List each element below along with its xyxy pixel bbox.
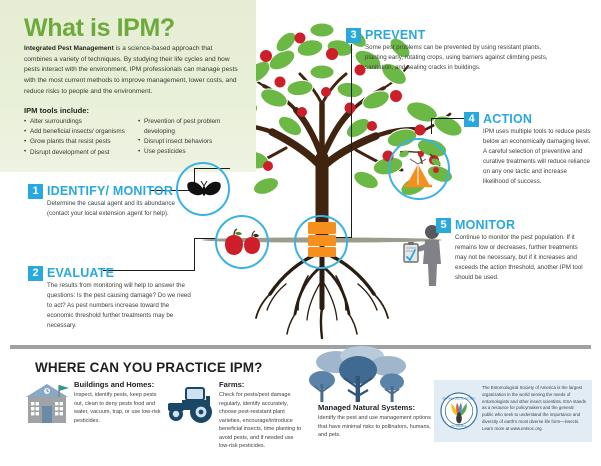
scout-with-clipboard-icon xyxy=(403,225,441,286)
step-5-heading: MONITOR xyxy=(455,217,516,232)
connector-step3 xyxy=(351,44,353,238)
list-item: Prevention of pest problem developing xyxy=(138,116,242,136)
page-title: What is IPM? xyxy=(24,14,175,42)
step-1-heading: IDENTIFY/ MONITOR xyxy=(47,183,174,198)
step-1-body: Determine the causal agent and its abund… xyxy=(47,200,175,217)
list-item: Add beneficial insects/ organisms xyxy=(24,127,128,137)
apples-icon xyxy=(225,228,260,255)
connector-step2-riser xyxy=(193,238,195,271)
bottom-column-body: Inspect, identify pests, keep pests out,… xyxy=(74,392,161,424)
tree-roots-icon xyxy=(255,237,389,340)
list-item: Disrupt development of pest xyxy=(24,147,128,158)
list-item: Use pesticides xyxy=(138,147,242,157)
step-1-badge: 1 xyxy=(28,184,43,199)
ipm-tools-column-1: Alter surroundings Add beneficial insect… xyxy=(24,117,128,158)
step-3-badge: 3 xyxy=(346,28,361,43)
step-3-heading: PREVENT xyxy=(365,27,426,42)
ipm-tools-column-2: Prevention of pest problem developing Di… xyxy=(138,116,242,158)
step-1-identify-monitor: 1 IDENTIFY/ MONITOR Determine the causal… xyxy=(28,184,186,219)
moth-callout-circle xyxy=(176,162,230,216)
intro-bold-lead: Integrated Pest Management xyxy=(24,45,114,52)
tent-trap-icon xyxy=(399,147,441,188)
step-4-body: IPM uses multiple tools to reduce pests … xyxy=(483,128,591,185)
house-building-icon xyxy=(26,384,69,423)
bottom-column-farms: Farms: Check for pests/pest damage regul… xyxy=(219,380,305,451)
list-item: Disrupt insect behaviors xyxy=(138,136,242,147)
connector-step2-top xyxy=(193,238,216,240)
connector-step1 xyxy=(150,190,195,192)
tractor-icon xyxy=(168,387,212,423)
ipm-tools-heading: IPM tools include: xyxy=(24,106,89,115)
tent-trap-callout-circle xyxy=(388,138,450,200)
esa-info-box: ENTOMOLOGICAL SOCIETY OF AMERICA The Ent… xyxy=(434,380,592,442)
step-4-heading: ACTION xyxy=(483,111,533,126)
entomological-society-of-america-logo: ENTOMOLOGICAL SOCIETY OF AMERICA xyxy=(440,392,478,430)
bottom-column-heading: Managed Natural Systems: xyxy=(318,403,416,412)
step-2-heading: EVALUATE xyxy=(47,265,115,280)
svg-text:ENTOMOLOGICAL SOCIETY: ENTOMOLOGICAL SOCIETY xyxy=(443,398,476,401)
ipm-tools-lists: Alter surroundings Add beneficial insect… xyxy=(24,116,244,158)
moth-icon xyxy=(187,180,221,196)
forest-trees-icon xyxy=(309,346,406,402)
trunk-barrier-callout-circle xyxy=(294,215,348,269)
connector-step2 xyxy=(103,270,195,272)
step-2-evaluate: 2 EVALUATE The results from monitoring w… xyxy=(28,266,196,331)
step-5-badge: 5 xyxy=(436,218,451,233)
list-item: Grow plants that resist pests xyxy=(24,137,128,147)
step-3-body: Some pest problems can be prevented by u… xyxy=(365,44,548,71)
intro-rest: is a science-based approach that combine… xyxy=(24,45,238,95)
bottom-column-body: Identify the pest and use management opt… xyxy=(318,415,431,439)
svg-text:OF AMERICA: OF AMERICA xyxy=(451,425,466,428)
connector-step4 xyxy=(432,118,466,120)
step-3-prevent: 3 PREVENT Some pest problems can be prev… xyxy=(346,28,564,73)
step-5-monitor: 5 MONITOR Continue to monitor the pest p… xyxy=(436,218,588,283)
step-5-body: Continue to monitor the pest population.… xyxy=(455,234,583,281)
bottom-column-body: Check for pests/pest damage regularly, i… xyxy=(219,392,302,450)
trunk-barrier-band-icon xyxy=(308,222,336,257)
intro-paragraph: Integrated Pest Management is a science-… xyxy=(24,44,240,97)
step-2-badge: 2 xyxy=(28,266,43,281)
step-4-action: 4 ACTION IPM uses multiple tools to redu… xyxy=(464,112,592,187)
bottom-column-heading: Buildings and Homes: xyxy=(74,380,155,389)
section-divider xyxy=(10,345,591,349)
esa-description: The Entomological Society of America is … xyxy=(482,385,586,431)
step-4-badge: 4 xyxy=(464,112,479,127)
connector-step4-riser xyxy=(431,118,433,134)
list-item: Alter surroundings xyxy=(24,117,128,127)
bottom-column-heading: Farms: xyxy=(219,380,245,389)
bottom-section-title: WHERE CAN YOU PRACTICE IPM? xyxy=(35,360,263,375)
bottom-column-managed-natural-systems: Managed Natural Systems: Identify the pe… xyxy=(318,403,440,440)
step-2-body: The results from monitoring will help to… xyxy=(47,282,191,329)
apples-callout-circle xyxy=(215,215,269,269)
bottom-column-buildings: Buildings and Homes: Inspect, identify p… xyxy=(74,380,162,425)
